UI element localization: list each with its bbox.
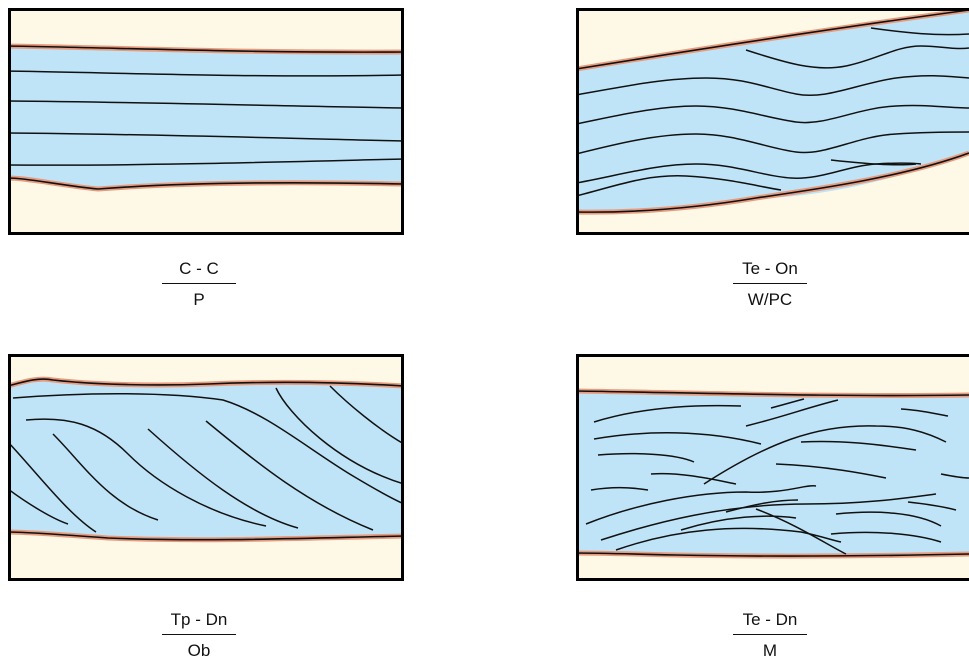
wavy-lamina-1 (745, 45, 969, 69)
panel-parallel (8, 8, 404, 235)
wavy-lamina-3 (576, 74, 969, 97)
chaotic-lamina-5 (770, 398, 805, 409)
oblique-lamina-4 (8, 441, 97, 533)
wavy-lamina-6 (576, 162, 922, 184)
chaotic-lamina-3 (597, 452, 695, 463)
chaotic-lamina-17 (830, 531, 942, 543)
chaotic-lamina-12 (585, 484, 817, 525)
chaotic-lamina-15 (680, 515, 797, 531)
panel-frame (8, 8, 404, 235)
panel-frame (576, 8, 969, 235)
panel-wavy (576, 8, 969, 235)
top-boundary-line (576, 390, 969, 397)
label-denominator: W/PC (747, 290, 793, 310)
bottom-boundary-line (8, 531, 404, 541)
panel-oblique (8, 354, 404, 581)
label-denominator: Ob (187, 641, 211, 661)
chaotic-lamina-2 (593, 432, 762, 445)
label-numerator: C - C (179, 259, 219, 278)
label-numerator: Te - Dn (742, 610, 798, 629)
parallel-diagram (8, 8, 404, 235)
oblique-lamina-6 (147, 428, 299, 529)
fraction-rule (733, 283, 807, 285)
oblique-lamination-lines (8, 385, 404, 533)
water-fill (8, 379, 404, 540)
water-fill (576, 391, 969, 557)
chaotic-lamina-10 (590, 486, 649, 491)
lamina-2 (8, 100, 404, 109)
wavy-lamina-5 (576, 131, 969, 155)
oblique-lamina-9 (329, 385, 404, 445)
water-fill (8, 46, 404, 189)
wavy-diagram (576, 8, 969, 235)
chaotic-lamina-19 (907, 501, 957, 511)
chaotic-lamina-9 (775, 463, 887, 479)
chaotic-lamina-8 (800, 440, 917, 451)
chaotic-diagram (576, 354, 969, 581)
oblique-lamina-7 (205, 420, 374, 531)
wavy-lamina-7 (576, 175, 782, 197)
bottom-boundary-line (576, 552, 969, 557)
label-numerator: Tp - Dn (170, 610, 228, 629)
fraction-rule (162, 283, 236, 285)
oblique-lamina-8 (275, 387, 404, 485)
chaotic-lamina-1 (593, 404, 742, 423)
chaotic-lamina-18 (835, 511, 942, 527)
chaotic-lamina-4 (745, 399, 839, 427)
oblique-lamina-2 (25, 418, 267, 527)
fraction-rule (733, 634, 807, 636)
oblique-diagram (8, 354, 404, 581)
chaotic-lamina-16 (725, 499, 799, 513)
panel-frame (576, 354, 969, 581)
chaotic-lamina-6 (703, 425, 947, 485)
panel-frame (8, 354, 404, 581)
top-boundary-line (576, 9, 969, 70)
top-boundary-line (8, 378, 404, 387)
wavy-lamination-lines (576, 27, 969, 197)
label-denominator: M (762, 641, 778, 661)
chaotic-lamina-20 (940, 473, 969, 479)
label-denominator: P (193, 290, 205, 310)
chaotic-lamina-11 (650, 472, 737, 485)
chaotic-lamina-14 (615, 527, 842, 551)
label-chaotic: Te - Dn M (690, 610, 850, 661)
label-parallel: C - C P (119, 259, 279, 310)
label-wavy: Te - On W/PC (690, 259, 850, 310)
chaotic-lamina-13 (600, 493, 937, 541)
label-numerator: Te - On (742, 259, 798, 278)
oblique-lamina-5 (8, 488, 69, 525)
panel-chaotic (576, 354, 969, 581)
lamina-3 (8, 132, 404, 142)
wavy-lamina-4 (576, 104, 969, 125)
bottom-boundary-line (8, 177, 404, 190)
label-oblique: Tp - Dn Ob (119, 610, 279, 661)
oblique-lamina-3 (52, 433, 159, 521)
lamina-1 (8, 70, 404, 77)
fraction-rule (162, 634, 236, 636)
wavy-lamina-2 (870, 27, 969, 36)
chaotic-lamina-21 (755, 508, 847, 555)
lamination-lines (8, 70, 404, 166)
oblique-lamina-1 (12, 392, 404, 505)
water-fill (576, 10, 969, 213)
bottom-boundary-line (576, 152, 969, 213)
wavy-lamina-8 (830, 159, 917, 166)
chaotic-lamina-7 (900, 408, 949, 417)
lamina-4 (8, 158, 404, 166)
chaotic-lamination-lines (585, 398, 969, 555)
top-boundary-line (8, 45, 404, 53)
